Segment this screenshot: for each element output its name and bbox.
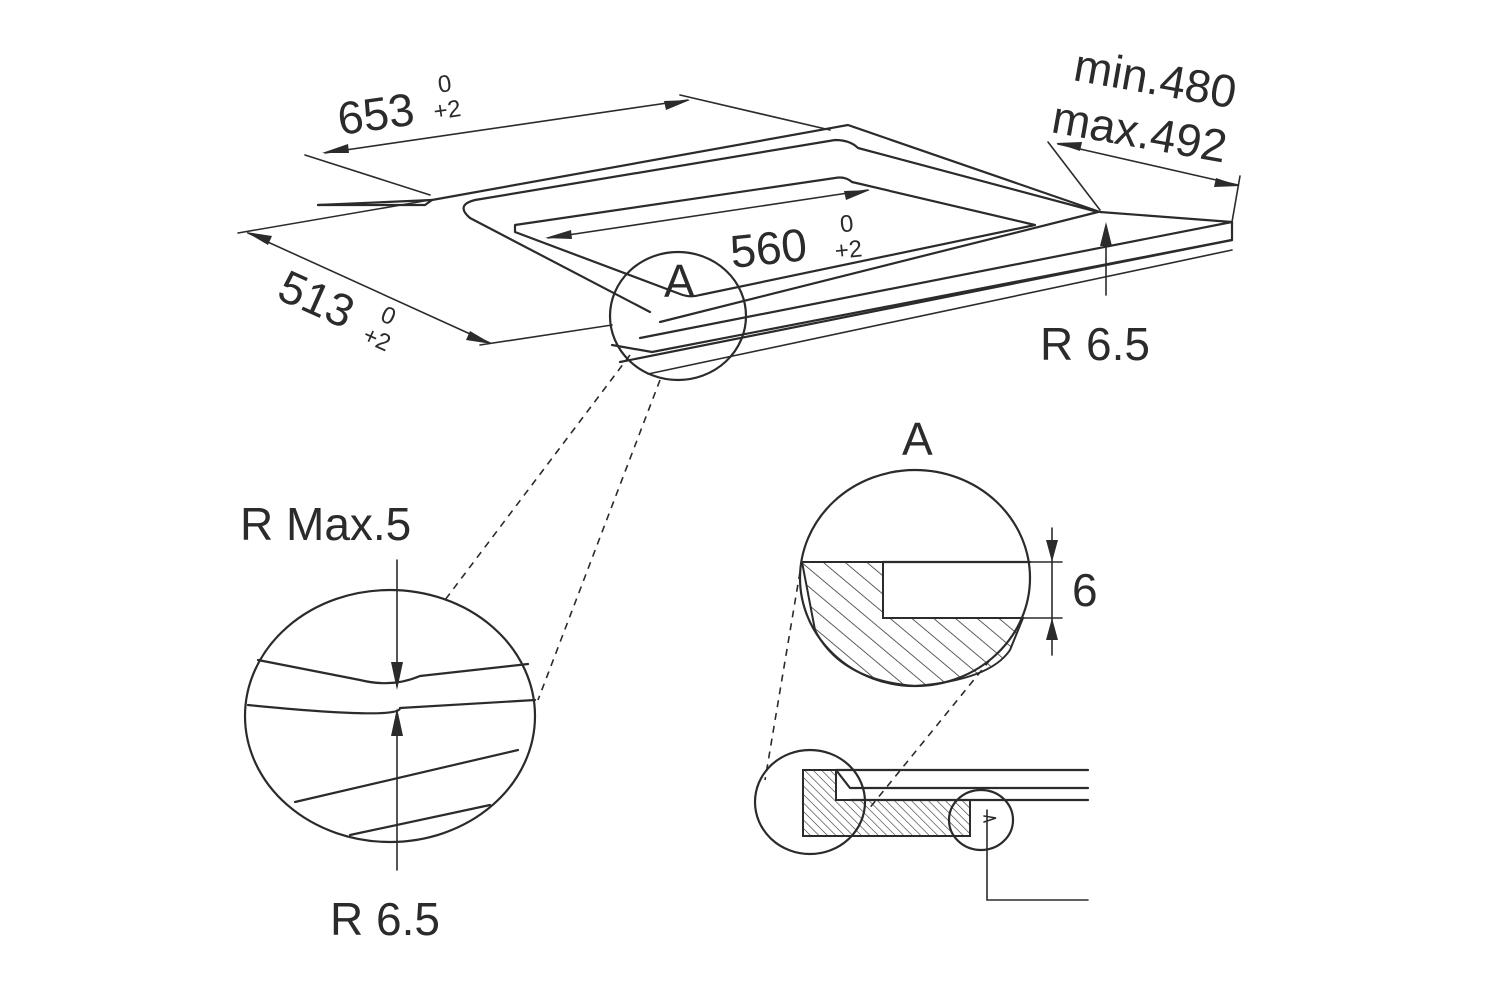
radius-edge-inner — [246, 698, 537, 715]
dim-513-value: 513 — [271, 260, 362, 339]
section-detail-view — [753, 468, 1090, 901]
radius-base-line-1 — [293, 748, 520, 804]
arrow-6-bottom — [1046, 618, 1058, 640]
recess-front-2 — [638, 220, 1234, 340]
recess-outer — [462, 138, 1100, 314]
detail-circle-a — [608, 250, 748, 382]
section-small-leader — [986, 809, 1089, 901]
arrow-653-right — [664, 100, 690, 110]
recess-front-1 — [658, 210, 1100, 324]
ext-line-worktop-right — [1231, 175, 1241, 223]
projection-line-3 — [764, 571, 801, 781]
radius-edge-outer — [256, 658, 530, 685]
arrow-560-right — [844, 190, 870, 200]
worktop-outline — [316, 123, 1234, 354]
dim-653-value: 653 — [334, 83, 417, 145]
ext-line-worktop-left — [1047, 141, 1101, 211]
projection-line-1 — [444, 354, 631, 601]
ext-line-width-left — [304, 154, 431, 196]
section-small-hatch — [802, 769, 971, 837]
projection-line-2 — [537, 379, 661, 701]
dim-line-560 — [547, 189, 869, 239]
dim-560-value: 560 — [728, 218, 810, 278]
ext-line-left-depth — [237, 199, 431, 234]
arrow-rmax5 — [391, 662, 403, 690]
ext-line-left-front — [479, 324, 613, 346]
ext-line-width-right — [679, 94, 831, 131]
arrow-513-top — [246, 232, 272, 245]
section-title-a: A — [902, 413, 933, 465]
worktop-front-lower-2 — [647, 249, 1233, 375]
arrow-r65-top — [1100, 222, 1112, 246]
dim-560-tol-upper: 0 — [839, 210, 855, 238]
radius-detail-circle — [243, 588, 537, 844]
section-small-mark — [983, 815, 997, 823]
dim-560-tol-lower: +2 — [833, 235, 863, 265]
arrow-560-left — [545, 230, 572, 239]
radius-detail-label: R 6.5 — [330, 893, 440, 945]
dim-653-label: 653 0 +2 — [334, 70, 463, 145]
dim-line-worktop — [1057, 143, 1239, 186]
step-height-label: 6 — [1072, 564, 1098, 616]
dim-653-tol-upper: 0 — [436, 70, 453, 99]
worktop-front-lower — [618, 238, 1234, 364]
arrow-r65-detail — [391, 708, 403, 736]
arrow-653-left — [322, 144, 349, 153]
detail-marker-a: A — [664, 255, 695, 307]
section-small-top — [834, 768, 1090, 790]
radius-top-label: R 6.5 — [1040, 318, 1150, 370]
radius-base-line-2 — [348, 803, 492, 837]
radius-max-label: R Max.5 — [240, 498, 411, 550]
arrow-513-bottom — [466, 331, 492, 344]
recess-inner — [513, 176, 1037, 298]
dim-560-label: 560 0 +2 — [728, 210, 864, 278]
dim-653-tol-lower: +2 — [432, 95, 463, 126]
projection-line-4 — [867, 659, 991, 811]
worktop-view — [237, 94, 1241, 382]
section-small-circle-right — [947, 788, 1015, 852]
arrow-worktop-right — [1214, 178, 1240, 187]
section-hatched-area — [800, 561, 1025, 688]
dim-line-513 — [247, 232, 491, 344]
radius-detail-view — [243, 559, 537, 871]
arrow-6-top — [1046, 540, 1058, 562]
arrow-worktop-left — [1056, 142, 1082, 151]
worktop-left-edge — [316, 198, 434, 207]
dim-line-653 — [324, 99, 689, 154]
